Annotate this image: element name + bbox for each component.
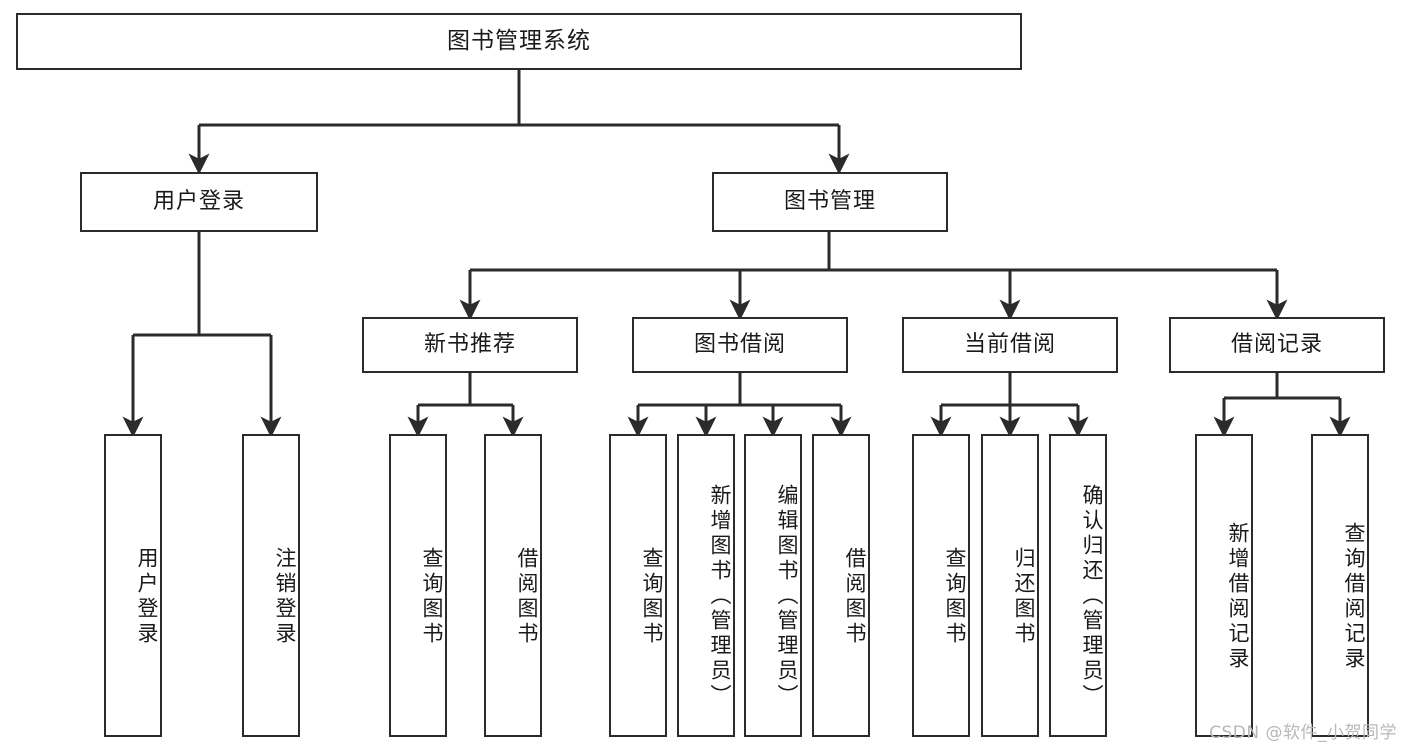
node-book-borrow-label: 图书借阅 <box>693 331 786 357</box>
leaf-borrow-book-1[interactable]: 借阅图书 <box>484 434 542 737</box>
node-current-borrow-label: 当前借阅 <box>963 331 1056 357</box>
leaf-query-record-label: 查询借阅记录 <box>1342 521 1366 672</box>
leaf-add-book[interactable]: 新增图书（管理员） <box>677 434 735 737</box>
leaf-confirm-return[interactable]: 确认归还（管理员） <box>1049 434 1107 737</box>
node-new-book-rec-label: 新书推荐 <box>423 331 516 357</box>
node-book-manage[interactable]: 图书管理 <box>712 172 948 232</box>
node-borrow-record-label: 借阅记录 <box>1230 331 1323 357</box>
leaf-query-book-2-label: 查询图书 <box>640 546 664 647</box>
leaf-query-book-3-label: 查询图书 <box>943 546 967 647</box>
leaf-add-record[interactable]: 新增借阅记录 <box>1195 434 1253 737</box>
leaf-add-record-label: 新增借阅记录 <box>1226 521 1250 672</box>
node-root[interactable]: 图书管理系统 <box>16 13 1022 70</box>
leaf-user-login-label: 用户登录 <box>135 546 159 647</box>
node-root-label: 图书管理系统 <box>447 27 591 54</box>
leaf-query-book-3[interactable]: 查询图书 <box>912 434 970 737</box>
leaf-edit-book-label: 编辑图书（管理员） <box>775 484 799 709</box>
node-user-login[interactable]: 用户登录 <box>80 172 318 232</box>
csdn-watermark: CSDN @软件_小贺同学 <box>1209 723 1397 743</box>
node-book-borrow[interactable]: 图书借阅 <box>632 317 848 373</box>
node-user-login-label: 用户登录 <box>152 188 245 214</box>
node-book-manage-label: 图书管理 <box>783 188 876 214</box>
node-new-book-rec[interactable]: 新书推荐 <box>362 317 578 373</box>
node-current-borrow[interactable]: 当前借阅 <box>902 317 1118 373</box>
leaf-edit-book[interactable]: 编辑图书（管理员） <box>744 434 802 737</box>
leaf-query-book-1-label: 查询图书 <box>420 546 444 647</box>
leaf-query-book-2[interactable]: 查询图书 <box>609 434 667 737</box>
leaf-query-record[interactable]: 查询借阅记录 <box>1311 434 1369 737</box>
leaf-query-book-1[interactable]: 查询图书 <box>389 434 447 737</box>
node-borrow-record[interactable]: 借阅记录 <box>1169 317 1385 373</box>
leaf-user-logout-label: 注销登录 <box>273 546 297 647</box>
leaf-borrow-book-2[interactable]: 借阅图书 <box>812 434 870 737</box>
leaf-user-logout[interactable]: 注销登录 <box>242 434 300 737</box>
leaf-confirm-return-label: 确认归还（管理员） <box>1080 484 1104 709</box>
leaf-add-book-label: 新增图书（管理员） <box>708 484 732 709</box>
leaf-return-book[interactable]: 归还图书 <box>981 434 1039 737</box>
leaf-borrow-book-2-label: 借阅图书 <box>843 546 867 647</box>
leaf-borrow-book-1-label: 借阅图书 <box>515 546 539 647</box>
leaf-return-book-label: 归还图书 <box>1012 546 1036 647</box>
leaf-user-login[interactable]: 用户登录 <box>104 434 162 737</box>
